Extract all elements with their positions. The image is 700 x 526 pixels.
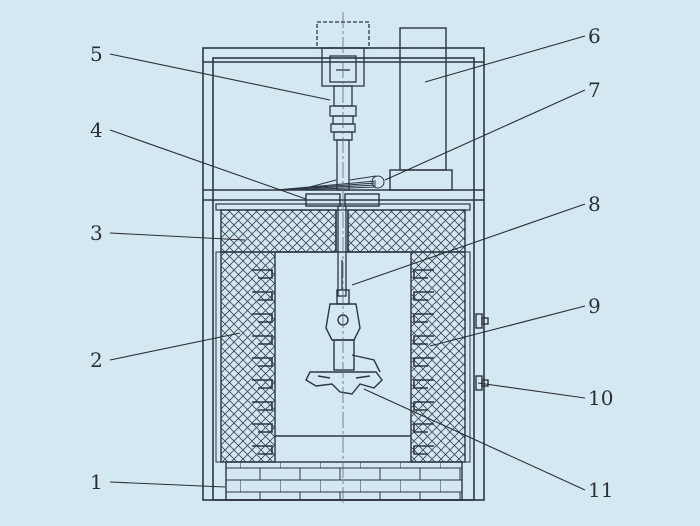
- heating-element-right: [413, 379, 434, 389]
- stirring-shaft: [337, 205, 347, 297]
- control-cabinet: [389, 27, 453, 191]
- heating-element-left: [252, 401, 273, 411]
- heating-element-right: [413, 313, 434, 323]
- heating-element-left: [252, 357, 273, 367]
- label-8: 8: [588, 192, 601, 216]
- heating-element-left: [252, 335, 273, 345]
- heating-element-right: [413, 269, 434, 279]
- leader-lines: [109, 35, 586, 491]
- label-11: 11: [588, 478, 613, 502]
- heating-element-right: [413, 445, 434, 455]
- part-labels: 1 2 3 4 5 6 7 8 9 10 11: [90, 24, 613, 502]
- label-3: 3: [90, 221, 103, 245]
- label-9: 9: [588, 294, 601, 318]
- impeller-crucible: [305, 289, 383, 395]
- label-7: 7: [588, 78, 601, 102]
- label-4: 4: [90, 118, 103, 142]
- heating-element-right: [413, 335, 434, 345]
- top-insulation-lid: [215, 203, 471, 253]
- heating-element-right: [413, 401, 434, 411]
- cover-plate: [305, 193, 380, 207]
- base-brick-layer: [225, 461, 463, 501]
- heating-element-left: [252, 445, 273, 455]
- heating-element-left: [252, 313, 273, 323]
- label-10: 10: [588, 386, 613, 410]
- label-5: 5: [90, 42, 103, 66]
- heating-element-left: [252, 291, 273, 301]
- label-1: 1: [90, 470, 103, 494]
- heating-element-right: [413, 357, 434, 367]
- heating-element-right: [413, 291, 434, 301]
- label-6: 6: [588, 24, 601, 48]
- thermocouple-fan: [275, 175, 385, 191]
- heating-element-left: [252, 379, 273, 389]
- side-valves: [475, 313, 489, 391]
- heating-elements: [252, 269, 434, 455]
- heating-element-left: [252, 269, 273, 279]
- heating-element-left: [252, 423, 273, 433]
- heating-element-right: [413, 423, 434, 433]
- label-2: 2: [90, 348, 103, 372]
